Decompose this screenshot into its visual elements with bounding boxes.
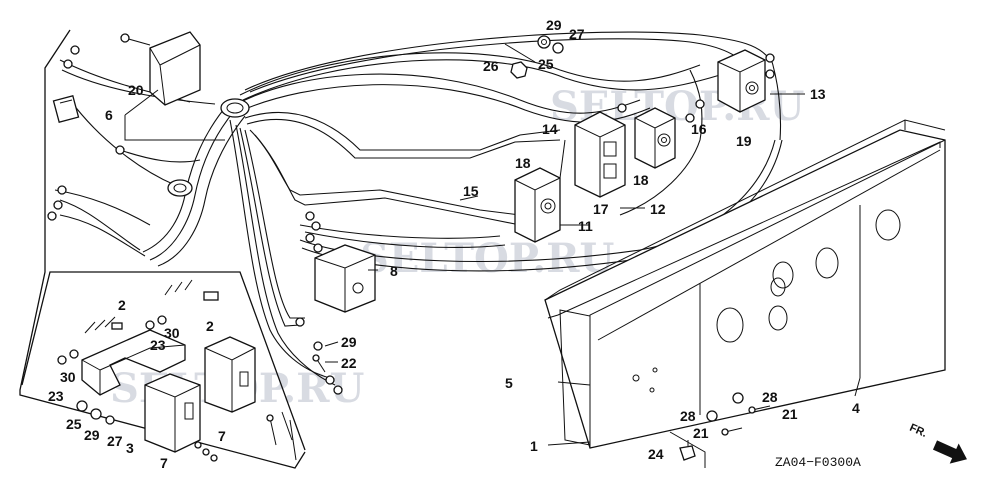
- switch-part-19: [717, 49, 766, 113]
- callout-24: 24: [648, 446, 664, 462]
- module-part-7-front: [144, 373, 201, 453]
- ring-terminals: [47, 45, 775, 395]
- callout-29-bottom: 29: [84, 427, 100, 443]
- callout-27-bottom: 27: [107, 433, 123, 449]
- leader-lines: [124, 89, 861, 446]
- callout-14: 14: [542, 121, 558, 137]
- receptacle-part-18-right: [634, 107, 676, 169]
- harness-grommets: [167, 98, 250, 197]
- subassembly-boundary: [21, 271, 306, 451]
- callout-12: 12: [650, 201, 666, 217]
- callout-1: 1: [530, 438, 538, 454]
- callout-2-left: 2: [118, 297, 126, 313]
- callout-16: 16: [691, 121, 707, 137]
- module-part-7-back: [204, 336, 256, 413]
- callout-3: 3: [126, 440, 134, 456]
- callout-21-right: 21: [782, 406, 798, 422]
- panel-gasket-part-1: [547, 141, 941, 446]
- callout-25-top: 25: [538, 56, 554, 72]
- direction-label: FR.: [908, 422, 929, 440]
- diagram-code: ZA04−F0300A: [775, 455, 861, 470]
- relay-box-part-8: [314, 244, 376, 313]
- subassembly-fasteners: [57, 279, 297, 462]
- callout-15: 15: [463, 183, 479, 199]
- callout-28-left: 28: [680, 408, 696, 424]
- callout-22: 22: [341, 355, 357, 371]
- callout-18-left: 18: [515, 155, 531, 171]
- callout-25-bottom: 25: [66, 416, 82, 432]
- callout-19: 19: [736, 133, 752, 149]
- callout-23-upper: 23: [150, 337, 166, 353]
- callout-30-left: 30: [60, 369, 76, 385]
- callout-30-upper: 30: [164, 325, 180, 341]
- front-direction-indicator: FR.: [908, 422, 967, 464]
- callout-7-front: 7: [160, 455, 168, 471]
- callout-29-top: 29: [546, 17, 562, 33]
- connector-block-part-20: [120, 31, 201, 106]
- control-panel-part-4: [544, 119, 946, 449]
- callout-8: 8: [390, 263, 398, 279]
- direction-arrow-icon: [932, 440, 967, 464]
- callout-28-right: 28: [762, 389, 778, 405]
- duplex-receptacle-part-17: [574, 111, 626, 198]
- receptacle-part-18-left: [514, 167, 561, 243]
- callout-29-middle: 29: [341, 334, 357, 350]
- callout-labels: 1 2 2 3 4 5 6 7 7 8 11 12 13 14 15 16 17…: [48, 17, 860, 471]
- bracket-part-3: [81, 329, 186, 396]
- callout-4: 4: [852, 400, 860, 416]
- callout-11: 11: [578, 218, 593, 234]
- callout-5: 5: [505, 375, 513, 391]
- callout-7-back: 7: [218, 428, 226, 444]
- assembly-boundary: [19, 29, 306, 469]
- top-fasteners: [504, 35, 564, 79]
- callout-6: 6: [105, 107, 113, 123]
- callout-2-right: 2: [206, 318, 214, 334]
- callout-13: 13: [810, 86, 826, 102]
- callout-21-left: 21: [693, 425, 709, 441]
- callout-17: 17: [593, 201, 609, 217]
- callout-26: 26: [483, 58, 499, 74]
- callout-23-left: 23: [48, 388, 64, 404]
- plug-connector-part-6: [52, 94, 80, 124]
- callout-20: 20: [128, 82, 144, 98]
- callout-18-right: 18: [633, 172, 649, 188]
- callout-27-top: 27: [569, 26, 585, 42]
- panel-fasteners: [312, 341, 771, 468]
